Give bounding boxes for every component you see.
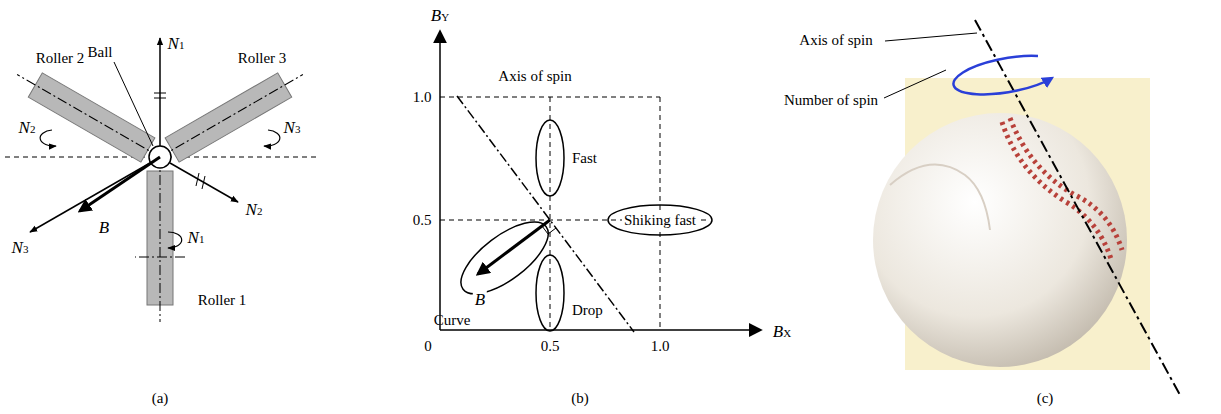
velocity-symbol: N3 [284, 119, 301, 138]
rotation-arrow [168, 232, 182, 248]
region-ellipse [450, 209, 560, 307]
rotation-arrow [264, 130, 280, 146]
axis-name: Axis of spin [799, 32, 872, 49]
region-ellipse [608, 205, 712, 235]
spin-axis-line [457, 96, 634, 332]
region-outline [461, 222, 548, 294]
stitches [1002, 122, 1112, 262]
region-label: Drop [572, 302, 603, 319]
spin-region: Curve [461, 222, 548, 294]
tick-value: 0.5 [413, 212, 432, 229]
panel-tag: (a) [152, 390, 169, 407]
spin-arrow [953, 56, 1052, 95]
leader-line [884, 70, 946, 98]
part-name: Ball [88, 44, 113, 61]
resultant-arrow [80, 157, 160, 211]
velocity-symbol: N3 [12, 239, 29, 258]
roller-assembly [5, 38, 320, 322]
velocity-arrow [170, 163, 238, 202]
baseball-photo [873, 20, 1180, 395]
spin-chart [440, 32, 760, 332]
baseball [873, 113, 1127, 367]
spin-region: Shiking fast [608, 205, 712, 235]
spin-region: Fast [536, 120, 564, 196]
spin-axis-line [975, 20, 1180, 395]
axis-title: BX [773, 323, 791, 342]
leader-line [114, 62, 153, 146]
y-axis [439, 32, 441, 330]
region-label: Shiking fast [622, 212, 698, 229]
velocity-arrow [30, 163, 150, 232]
velocity-symbol: N1 [168, 35, 185, 54]
region-outline [536, 255, 564, 331]
vector-symbol: B [99, 219, 109, 238]
velocity-symbol: N2 [19, 119, 36, 138]
resultant-arrow [478, 220, 550, 274]
part-name: Roller 1 [198, 292, 247, 309]
panel-tag: (b) [571, 390, 589, 407]
grid-line [550, 97, 551, 330]
tick-value: 0.5 [541, 338, 560, 355]
part-name: Roller 3 [238, 50, 287, 67]
velocity-arrow [159, 38, 161, 146]
roller [10, 62, 167, 169]
leader-line [885, 33, 977, 41]
roller [135, 157, 185, 322]
region-label: Fast [572, 150, 597, 167]
spin-region: Drop [536, 255, 564, 331]
vector-symbol: B [473, 291, 487, 310]
region-ellipse [536, 120, 564, 196]
tick-value: 1.0 [413, 89, 432, 106]
velocity-symbol: N2 [246, 201, 263, 220]
axis-title: BY [431, 7, 449, 26]
axis-name: Axis of spin [498, 68, 571, 85]
region-ellipse [536, 255, 564, 331]
seam [890, 165, 990, 230]
x-axis [440, 329, 760, 331]
part-name: Roller 2 [36, 50, 85, 67]
panel-tag: (c) [1037, 390, 1054, 407]
velocity-symbol: N1 [188, 229, 205, 248]
region-outline [536, 120, 564, 196]
tick-value: 0 [424, 338, 432, 355]
roller [153, 62, 310, 169]
spin-count-name: Number of spin [784, 92, 878, 109]
region-label: Curve [434, 312, 471, 329]
rotation-arrow [40, 130, 56, 146]
tick-value: 1.0 [651, 338, 670, 355]
stitches [1010, 118, 1122, 250]
